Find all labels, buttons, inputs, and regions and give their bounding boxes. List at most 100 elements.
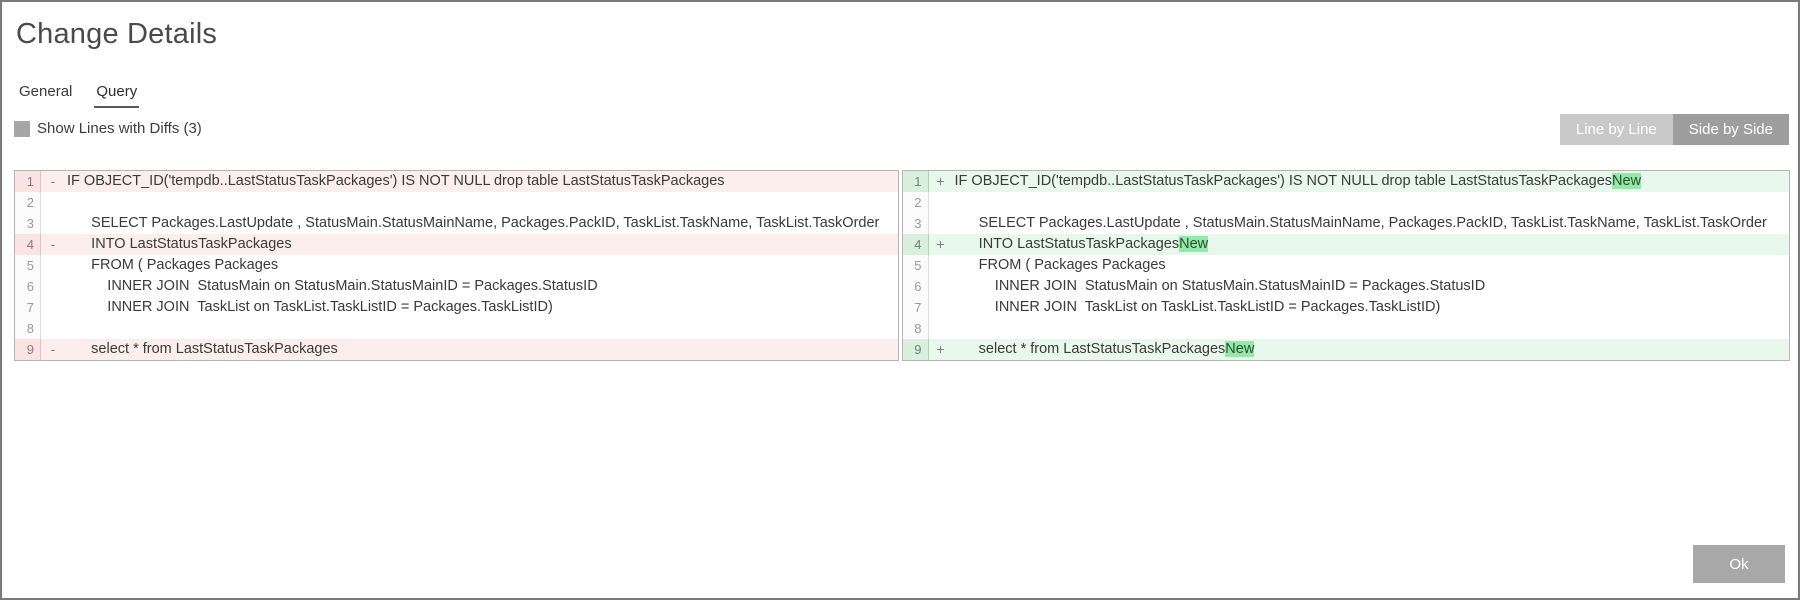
diff-marker [41, 318, 65, 339]
diff-row: 8 [902, 318, 1790, 339]
diff-row: 2 [15, 192, 898, 213]
code-text: IF OBJECT_ID('tempdb..LastStatusTaskPack… [67, 173, 725, 189]
diff-row: 3 SELECT Packages.LastUpdate , StatusMai… [902, 213, 1790, 234]
diff-marker: - [50, 236, 56, 252]
line-number: 4 [15, 234, 41, 255]
line-number: 6 [15, 276, 41, 297]
line-number: 3 [15, 213, 41, 234]
code-line: INNER JOIN StatusMain on StatusMain.Stat… [953, 276, 1790, 297]
page-title: Change Details [16, 18, 218, 50]
code-line: INTO LastStatusTaskPackagesNew [953, 234, 1790, 255]
code-text: SELECT Packages.LastUpdate , StatusMain.… [954, 215, 1767, 231]
diff-row: 9- select * from LastStatusTaskPackages [15, 339, 898, 360]
code-line: SELECT Packages.LastUpdate , StatusMain.… [65, 213, 898, 234]
diff-row: 8 [15, 318, 898, 339]
code-text: select * from LastStatusTaskPackages [954, 341, 1226, 357]
line-number: 7 [15, 297, 41, 318]
checkbox-icon[interactable] [14, 120, 30, 137]
diff-marker [41, 276, 65, 297]
diff-marker [929, 192, 953, 213]
diff-marker [41, 213, 65, 234]
code-line: INTO LastStatusTaskPackages [65, 234, 898, 255]
diff-row: 5 FROM ( Packages Packages [15, 255, 898, 276]
show-lines-with-diffs-checkbox[interactable]: Show Lines with Diffs (3) [14, 120, 202, 137]
tab-general[interactable]: General [19, 83, 73, 100]
tab-bar: General Query [17, 83, 140, 108]
diff-marker [41, 297, 65, 318]
code-line: select * from LastStatusTaskPackagesNew [953, 339, 1790, 360]
diff-viewer: 1-IF OBJECT_ID('tempdb..LastStatusTaskPa… [14, 170, 1790, 361]
diff-marker [929, 297, 953, 318]
view-mode-side-by-side-button[interactable]: Side by Side [1672, 114, 1789, 145]
line-number: 9 [15, 339, 41, 360]
diff-row: 3 SELECT Packages.LastUpdate , StatusMai… [15, 213, 898, 234]
code-line [953, 318, 1790, 339]
diff-marker: - [50, 341, 56, 357]
code-text: FROM ( Packages Packages [67, 257, 279, 273]
code-line: SELECT Packages.LastUpdate , StatusMain.… [953, 213, 1790, 234]
diff-row: 7 INNER JOIN TaskList on TaskList.TaskLi… [902, 297, 1790, 318]
diff-marker: + [936, 236, 945, 252]
line-number: 1 [902, 171, 929, 192]
diff-marker [41, 255, 65, 276]
code-text: INTO LastStatusTaskPackages [954, 236, 1180, 252]
view-mode-toggle-group: Line by Line Side by Side [1559, 114, 1789, 145]
code-line: select * from LastStatusTaskPackages [65, 339, 898, 360]
diff-marker: - [50, 173, 56, 189]
line-number: 8 [902, 318, 929, 339]
line-number: 3 [902, 213, 929, 234]
line-number: 5 [15, 255, 41, 276]
diff-pane-modified[interactable]: 1 + IF OBJECT_ID('tempdb..LastStatusTaskPa… [901, 170, 1790, 361]
code-line: IF OBJECT_ID('tempdb..LastStatusTaskPack… [953, 171, 1790, 192]
code-line: INNER JOIN TaskList on TaskList.TaskList… [953, 297, 1790, 318]
line-number: 5 [902, 255, 929, 276]
line-number: 9 [902, 339, 929, 360]
tab-query[interactable]: Query [94, 84, 140, 108]
line-number: 1 [15, 171, 41, 192]
code-line [65, 192, 898, 213]
code-text: INNER JOIN StatusMain on StatusMain.Stat… [67, 278, 598, 294]
code-text: IF OBJECT_ID('tempdb..LastStatusTaskPack… [954, 173, 1613, 189]
line-number: 4 [902, 234, 929, 255]
diff-row: 4- INTO LastStatusTaskPackages [15, 234, 898, 255]
highlighted-token: New [1225, 341, 1255, 357]
view-mode-line-by-line-button[interactable]: Line by Line [1559, 114, 1673, 145]
code-text: SELECT Packages.LastUpdate , StatusMain.… [67, 215, 880, 231]
controls-row: Show Lines with Diffs (3) Line by Line S… [2, 114, 1798, 152]
code-line: FROM ( Packages Packages [65, 255, 898, 276]
diff-row: 5 FROM ( Packages Packages [902, 255, 1790, 276]
diff-marker [929, 255, 953, 276]
line-number: 8 [15, 318, 41, 339]
code-text: INTO LastStatusTaskPackages [67, 236, 292, 252]
show-lines-with-diffs-label: Show Lines with Diffs (3) [37, 120, 202, 137]
diff-row: 4 + INTO LastStatusTaskPackagesNew [902, 234, 1790, 255]
code-text: select * from LastStatusTaskPackages [67, 341, 338, 357]
diff-marker: + [936, 341, 945, 357]
diff-row: 6 INNER JOIN StatusMain on StatusMain.St… [902, 276, 1790, 297]
code-line: INNER JOIN StatusMain on StatusMain.Stat… [65, 276, 898, 297]
diff-marker: + [936, 173, 945, 189]
line-number: 2 [15, 192, 41, 213]
code-line: INNER JOIN TaskList on TaskList.TaskList… [65, 297, 898, 318]
diff-marker [41, 192, 65, 213]
highlighted-token: New [1179, 236, 1209, 252]
ok-button[interactable]: Ok [1693, 545, 1785, 583]
line-number: 2 [902, 192, 929, 213]
diff-pane-original[interactable]: 1-IF OBJECT_ID('tempdb..LastStatusTaskPa… [14, 170, 899, 361]
diff-row: 9 + select * from LastStatusTaskPackagesN… [902, 339, 1790, 360]
diff-row: 1 + IF OBJECT_ID('tempdb..LastStatusTaskPa… [902, 171, 1790, 192]
code-line [953, 192, 1790, 213]
code-text: INNER JOIN StatusMain on StatusMain.Stat… [954, 278, 1486, 294]
diff-marker [929, 318, 953, 339]
code-line: FROM ( Packages Packages [953, 255, 1790, 276]
code-text: INNER JOIN TaskList on TaskList.TaskList… [67, 299, 553, 315]
code-text: INNER JOIN TaskList on TaskList.TaskList… [954, 299, 1441, 315]
highlighted-token: New [1612, 173, 1642, 189]
diff-row: 7 INNER JOIN TaskList on TaskList.TaskLi… [15, 297, 898, 318]
code-line [65, 318, 898, 339]
diff-marker [929, 213, 953, 234]
line-number: 6 [902, 276, 929, 297]
line-number: 7 [902, 297, 929, 318]
diff-row: 6 INNER JOIN StatusMain on StatusMain.St… [15, 276, 898, 297]
